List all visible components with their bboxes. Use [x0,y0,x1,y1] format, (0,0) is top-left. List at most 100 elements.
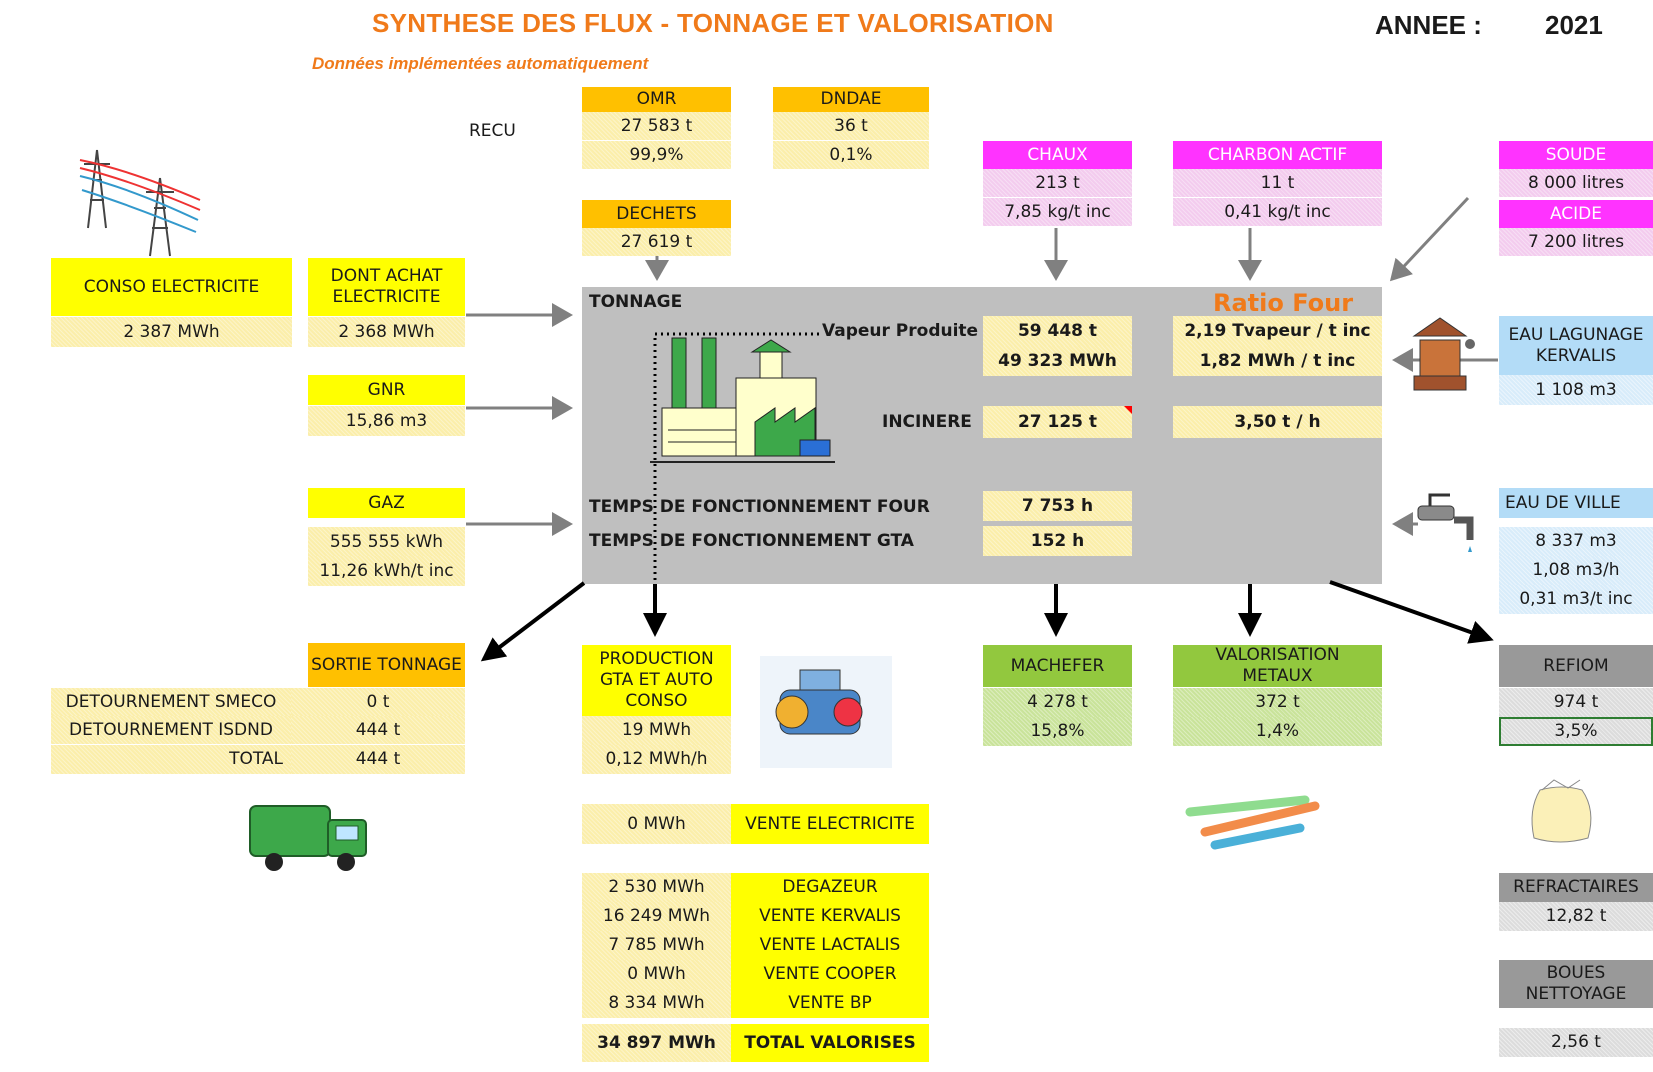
gaz-value: 555 555 kWh [308,527,465,557]
arrow-sortie [480,581,586,662]
ratio-mwh-t: 1,82 MWh / t inc [1173,346,1382,376]
vente-label: VENTE BP [731,989,929,1018]
vente-elec-label: VENTE ELECTRICITE [731,804,929,844]
eau-lagunage-header: EAU LAGUNAGE KERVALIS [1499,316,1653,375]
temps-four-label: TEMPS DE FONCTIONNEMENT FOUR [589,497,930,517]
power-pylon-icon [79,149,201,257]
chaux-ratio: 7,85 kg/t inc [983,198,1132,226]
sortie-total-value: 444 t [291,745,465,774]
year-label: ANNEE : [1375,10,1482,40]
omr-tonnage: 27 583 t [582,112,731,140]
gnr-value: 15,86 m3 [308,406,465,436]
year-value: 2021 [1545,10,1603,40]
turbine-icon [760,656,892,768]
eau-ville-ratio-t: 0,31 m3/t inc [1499,585,1653,614]
sortie-row-value: 444 t [291,716,465,744]
charbon-header: CHARBON ACTIF [1173,141,1382,169]
metaux-qty: 372 t [1173,688,1382,717]
gaz-header: GAZ [308,488,465,518]
dndae-tonnage: 36 t [773,112,929,140]
incinere-ratio: 3,50 t / h [1173,406,1382,438]
metaux-header: VALORISATION METAUX [1173,645,1382,687]
water-tap-icon [1417,493,1474,552]
temps-four-value: 7 753 h [983,491,1132,521]
sortie-row-label: DETOURNEMENT ISDND [51,716,291,744]
eau-ville-value: 8 337 m3 [1499,527,1653,556]
boues-header: BOUES NETTOYAGE [1499,960,1653,1008]
incinere-value: 27 125 t [983,406,1132,438]
soude-qty: 8 000 litres [1499,169,1653,197]
vente-value: 8 334 MWh [582,989,731,1018]
conso-elec-header: CONSO ELECTRICITE [51,258,292,316]
vente-value: 0 MWh [582,960,731,989]
arrow-soude [1389,196,1470,282]
dndae-header: DNDAE [773,87,929,112]
arrow-refiom [1329,580,1494,644]
refiom-qty: 974 t [1499,688,1653,717]
chaux-header: CHAUX [983,141,1132,169]
sortie-total-label: TOTAL [51,745,291,774]
sortie-header: SORTIE TONNAGE [308,643,465,687]
eau-ville-ratio-h: 1,08 m3/h [1499,556,1653,585]
production-value: 19 MWh [582,716,731,745]
vente-label: DEGAZEUR [731,873,929,902]
vente-value: 16 249 MWh [582,902,731,931]
boues-qty: 2,56 t [1499,1028,1653,1057]
achat-elec-value: 2 368 MWh [308,317,465,347]
sortie-row-value: 0 t [291,688,465,716]
refiom-percent: 3,5% [1499,717,1653,746]
eau-lagunage-value: 1 108 m3 [1499,375,1653,405]
charbon-ratio: 0,41 kg/t inc [1173,198,1382,226]
machefer-qty: 4 278 t [983,688,1132,717]
vente-value: 7 785 MWh [582,931,731,960]
vente-value: 2 530 MWh [582,873,731,902]
gaz-ratio: 11,26 kWh/t inc [308,556,465,586]
acide-qty: 7 200 litres [1499,228,1653,256]
recu-label: RECU [469,121,516,141]
gnr-header: GNR [308,375,465,405]
soude-header: SOUDE [1499,141,1653,169]
page-title: SYNTHESE DES FLUX - TONNAGE ET VALORISAT… [372,8,1054,38]
production-header: PRODUCTION GTA ET AUTO CONSO [582,645,731,716]
tonnage-label: TONNAGE [589,292,683,312]
achat-elec-header: DONT ACHAT ELECTRICITE [308,258,465,316]
vapeur-label: Vapeur Produite [822,321,979,341]
metaux-percent: 1,4% [1173,717,1382,746]
omr-percent: 99,9% [582,141,731,169]
total-valorises-value: 34 897 MWh [582,1024,731,1062]
refractaires-header: REFRACTAIRES [1499,873,1653,902]
incinere-label: INCINERE [882,412,972,432]
dechets-tonnage: 27 619 t [582,228,731,256]
sack-icon [1531,779,1592,843]
temps-gta-value: 152 h [983,526,1132,556]
machefer-percent: 15,8% [983,717,1132,746]
total-valorises-label: TOTAL VALORISES [731,1024,929,1062]
ratio-vapeur-t: 2,19 Tvapeur / t inc [1173,316,1382,346]
chaux-qty: 213 t [983,169,1132,197]
charbon-qty: 11 t [1173,169,1382,197]
conso-elec-value: 2 387 MWh [51,317,292,347]
acide-header: ACIDE [1499,200,1653,228]
vente-label: VENTE KERVALIS [731,902,929,931]
metal-tubes-icon [1185,795,1320,850]
vapeur-tonnage: 59 448 t [983,316,1132,346]
comment-marker-icon [1124,406,1132,414]
well-icon [1412,317,1475,391]
refractaires-qty: 12,82 t [1499,902,1653,931]
eau-ville-header: EAU DE VILLE [1499,488,1653,518]
dechets-header: DECHETS [582,200,731,228]
page-subtitle: Données implémentées automatiquement [312,54,649,73]
vente-elec-value: 0 MWh [582,804,731,844]
ratio-four-title: Ratio Four [1213,289,1354,317]
production-ratio: 0,12 MWh/h [582,745,731,774]
vente-label: VENTE LACTALIS [731,931,929,960]
omr-header: OMR [582,87,731,112]
sortie-row-label: DETOURNEMENT SMECO [51,688,291,716]
refiom-header: REFIOM [1499,645,1653,687]
temps-gta-label: TEMPS DE FONCTIONNEMENT GTA [589,531,914,551]
garbage-truck-icon [249,805,367,871]
vapeur-dotted-line [653,332,822,628]
dndae-percent: 0,1% [773,141,929,169]
vente-label: VENTE COOPER [731,960,929,989]
